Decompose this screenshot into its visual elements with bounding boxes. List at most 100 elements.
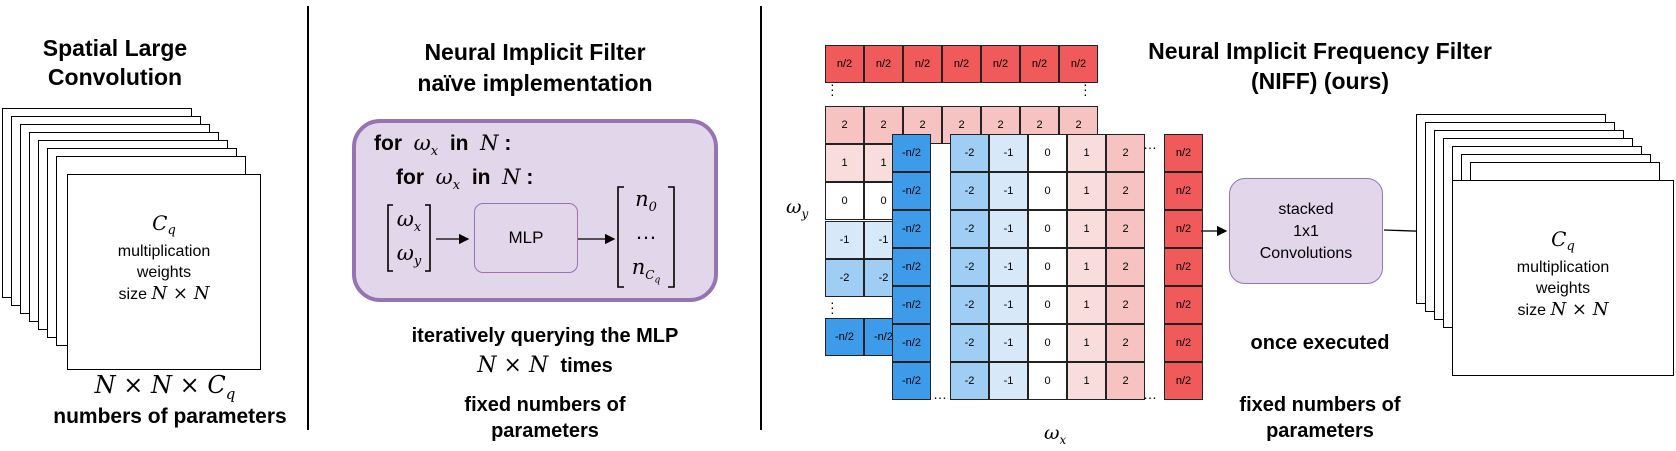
panel-divider-left <box>307 6 309 430</box>
vertical-ellipsis: ··· <box>830 76 835 102</box>
grid-cell-front: -2 <box>950 134 989 172</box>
grid-cell-pos: n/2 <box>1164 172 1203 210</box>
output-n0: n0 <box>635 187 657 216</box>
grid-cell-neg: -n/2 <box>892 210 931 248</box>
grid-cell-front: 0 <box>1028 362 1067 400</box>
grid-cell-top: n/2 <box>864 45 903 83</box>
middle-fixed-params: fixed numbers of parameters <box>464 394 626 442</box>
vertical-ellipsis: ··· <box>830 294 835 320</box>
grid-cell-front: 1 <box>1067 248 1106 286</box>
once-executed-label: once executed <box>1250 332 1390 354</box>
grid-cell-front: 2 <box>1106 362 1145 400</box>
grid-cell-pos: n/2 <box>1164 286 1203 324</box>
grid-cell-back: 0 <box>825 182 864 220</box>
grid-cell-top: n/2 <box>942 45 981 83</box>
input-omega-y: ωy <box>396 241 422 270</box>
axis-omega-y: ωy <box>786 196 809 221</box>
filter-channel-symbol: Cq <box>1551 227 1575 255</box>
filter-channel-symbol: Cq <box>152 211 176 239</box>
grid-cell-back: 1 <box>825 144 864 182</box>
grid-cell-front: 0 <box>1028 134 1067 172</box>
grid-cell-neg: -n/2 <box>892 134 931 172</box>
grid-cell-front: -2 <box>950 172 989 210</box>
grid-cell-front: -2 <box>950 362 989 400</box>
grid-cell-front: -2 <box>950 210 989 248</box>
filter-label-line1: multiplication <box>117 243 211 261</box>
grid-cell-pos: n/2 <box>1164 248 1203 286</box>
grid-cell-front: -1 <box>989 210 1028 248</box>
horizontal-ellipsis: … <box>933 386 947 402</box>
grid-cell-neg: -n/2 <box>892 286 931 324</box>
grid-cell-front: -2 <box>950 324 989 362</box>
grid-cell-back: -1 <box>825 221 864 259</box>
grid-cell-front: 0 <box>1028 172 1067 210</box>
grid-cell-front: -1 <box>989 248 1028 286</box>
middle-caption-line2: N × N times <box>477 353 613 378</box>
grid-cell-front: 1 <box>1067 362 1106 400</box>
input-vector-brackets <box>387 204 431 272</box>
grid-cell-front: -1 <box>989 324 1028 362</box>
left-param-label: numbers of parameters <box>53 405 287 428</box>
grid-cell-back: 2 <box>825 106 864 144</box>
grid-cell-back: -2 <box>825 259 864 297</box>
grid-cell-front: -1 <box>989 286 1028 324</box>
filter-size: size N × N <box>1517 299 1609 321</box>
grid-cell-front: -1 <box>989 362 1028 400</box>
filter-front-sheet: Cq multiplication weights size N × N <box>1452 180 1674 376</box>
grid-cell-front: 0 <box>1028 286 1067 324</box>
right-fixed-params: fixed numbers of parameters <box>1239 394 1401 442</box>
grid-cell-front: 2 <box>1106 210 1145 248</box>
grid-cell-front: -1 <box>989 172 1028 210</box>
grid-cell-front: 1 <box>1067 134 1106 172</box>
middle-caption-line1: iteratively querying the MLP <box>411 325 679 347</box>
mlp-arrows <box>436 233 616 245</box>
loop-line-inner: for ωx in N : <box>396 165 534 194</box>
grid-cell-neg: -n/2 <box>892 248 931 286</box>
middle-title: Neural Implicit Filter naïve implementat… <box>417 39 653 96</box>
grid-cell-pos: n/2 <box>1164 134 1203 172</box>
grid-cell-front: 2 <box>1106 286 1145 324</box>
output-vector-brackets <box>617 186 675 288</box>
grid-cell-pos: n/2 <box>1164 324 1203 362</box>
grid-cell-front: 2 <box>1106 134 1145 172</box>
grid-cell-top: n/2 <box>1020 45 1059 83</box>
input-vector: ωx ωy <box>386 203 432 273</box>
grid-cell-top: n/2 <box>903 45 942 83</box>
grid-cell-front: -2 <box>950 248 989 286</box>
stacked-conv-box: stacked 1x1 Convolutions <box>1229 178 1383 284</box>
right-title: Neural Implicit Frequency Filter (NIFF) … <box>1148 38 1492 94</box>
grid-cell-front: 1 <box>1067 286 1106 324</box>
mlp-box: MLP <box>474 203 578 273</box>
grid-cell-pos: n/2 <box>1164 210 1203 248</box>
grid-cell-front: -1 <box>989 134 1028 172</box>
grid-cell-front: 1 <box>1067 210 1106 248</box>
grid-cell-neg: -n/2 <box>892 324 931 362</box>
filter-size: size N × N <box>118 283 210 305</box>
filter-label-line2: weights <box>1535 280 1591 298</box>
grid-cell-top: n/2 <box>981 45 1020 83</box>
filter-label-line1: multiplication <box>1516 259 1610 277</box>
grid-cell-top: n/2 <box>1059 45 1098 83</box>
left-title: Spatial Large Convolution <box>42 35 188 90</box>
input-omega-x: ωx <box>396 207 422 236</box>
filter-front-sheet: Cq multiplication weights size N × N <box>67 174 261 370</box>
loop-line-outer: for ωx in N : <box>374 131 512 160</box>
grid-cell-neg: -n/2 <box>892 362 931 400</box>
horizontal-ellipsis: … <box>1143 136 1157 152</box>
filter-label-line2: weights <box>136 264 192 282</box>
grid-cell-back: -n/2 <box>825 318 864 356</box>
grid-cell-front: -2 <box>950 286 989 324</box>
grid-cell-front: 2 <box>1106 248 1145 286</box>
grid-cell-front: 0 <box>1028 248 1067 286</box>
grid-cell-front: 0 <box>1028 324 1067 362</box>
horizontal-ellipsis: … <box>1143 386 1157 402</box>
panel-divider-right <box>760 6 762 430</box>
left-param-formula: N × N × Cq <box>94 371 236 403</box>
output-ellipsis: … <box>635 219 657 244</box>
output-ncq: nCq <box>631 255 661 286</box>
grid-cell-front: 1 <box>1067 172 1106 210</box>
grid-cell-front: 2 <box>1106 324 1145 362</box>
grid-cell-top: n/2 <box>825 45 864 83</box>
grid-cell-front: 0 <box>1028 210 1067 248</box>
vertical-ellipsis: ··· <box>1083 76 1088 102</box>
